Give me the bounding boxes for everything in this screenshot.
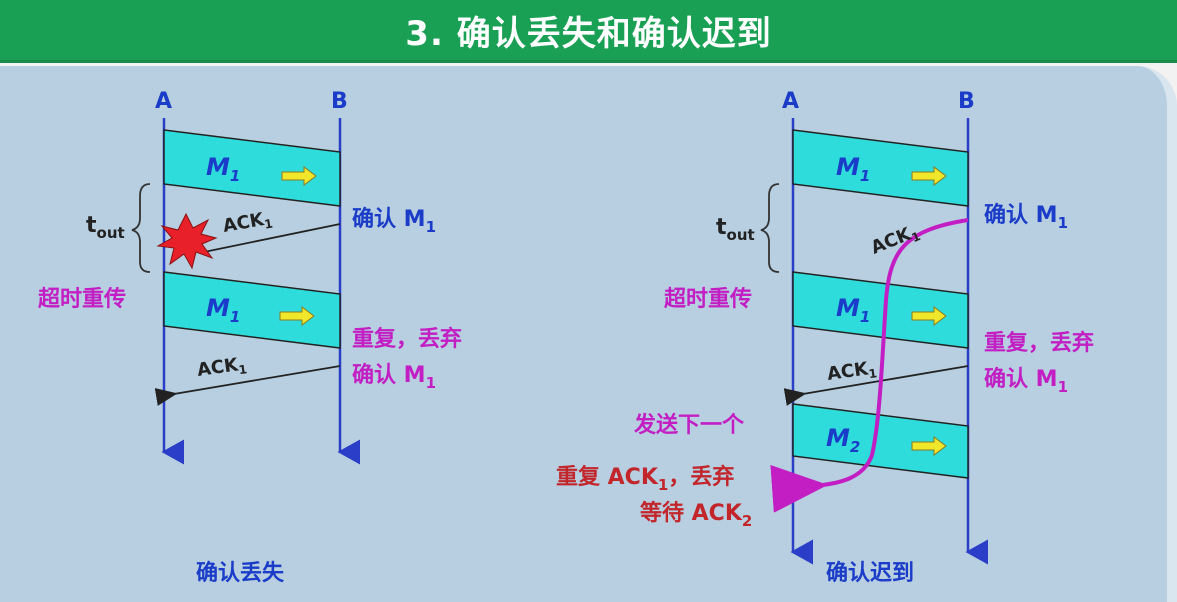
title-bar: 3. 确认丢失和确认迟到: [0, 0, 1177, 60]
right-late-ack-label: ACK1: [868, 221, 922, 261]
right-tout-label: tout: [716, 215, 755, 244]
right-tout-brace: [760, 183, 780, 273]
left-ack-lost-line: [203, 223, 341, 253]
right-node-b: B: [958, 89, 975, 114]
left-frame-m1-resend: [163, 271, 341, 349]
left-ack-return-line: [154, 365, 341, 406]
right-frame-m1-label: M1: [836, 153, 870, 185]
right-frame-m2-label: M2: [826, 424, 860, 456]
right-frame-m1-resend-label: M1: [836, 294, 870, 326]
left-caption: 确认丢失: [196, 560, 285, 586]
right-wait-ack2: 等待 ACK2: [640, 500, 752, 530]
explosion-icon: [156, 212, 218, 270]
right-send-next: 发送下一个: [633, 412, 745, 438]
left-confirm-m1: 确认 M1: [352, 206, 436, 236]
left-diagram: A B M1 ACK1 tout 确认 M1 超时重传 M1 重: [38, 89, 462, 586]
left-dup-discard: 重复，丢弃: [352, 326, 462, 352]
left-timeout-resend: 超时重传: [38, 287, 126, 312]
page-title: 3. 确认丢失和确认迟到: [405, 13, 772, 54]
right-ack-return-line: [783, 365, 969, 406]
left-ack-lost-label: ACK1: [221, 208, 274, 239]
left-node-a: A: [155, 89, 172, 114]
right-node-a: A: [782, 89, 799, 114]
left-ack-return-label: ACK1: [196, 353, 248, 383]
left-tout-brace: [131, 183, 151, 273]
right-late-ack-curve: [770, 218, 969, 513]
left-confirm-m1-second: 确认 M1: [352, 362, 436, 392]
right-frame-m1: [792, 129, 969, 207]
left-node-b: B: [331, 89, 348, 114]
right-diagram: A B M1 tout 确认 M1 超时重传 M1 重复，丢弃 确认 M1 AC…: [556, 89, 1094, 586]
right-frame-m2: [792, 403, 969, 479]
right-dup-discard: 重复，丢弃: [984, 330, 1094, 356]
right-dup-ack-discard: 重复 ACK1，丢弃: [556, 464, 734, 494]
right-confirm-m1: 确认 M1: [984, 202, 1068, 232]
left-frame-m1-resend-label: M1: [206, 294, 240, 326]
right-caption: 确认迟到: [826, 560, 914, 586]
left-tout-label: tout: [86, 213, 125, 242]
right-frame-m1-resend: [792, 271, 969, 349]
left-frame-m1-label: M1: [206, 153, 240, 185]
right-timeout-resend: 超时重传: [664, 287, 752, 312]
title-underline: [0, 60, 1177, 63]
right-confirm-m1-second: 确认 M1: [984, 366, 1068, 396]
left-frame-m1: [163, 129, 341, 207]
